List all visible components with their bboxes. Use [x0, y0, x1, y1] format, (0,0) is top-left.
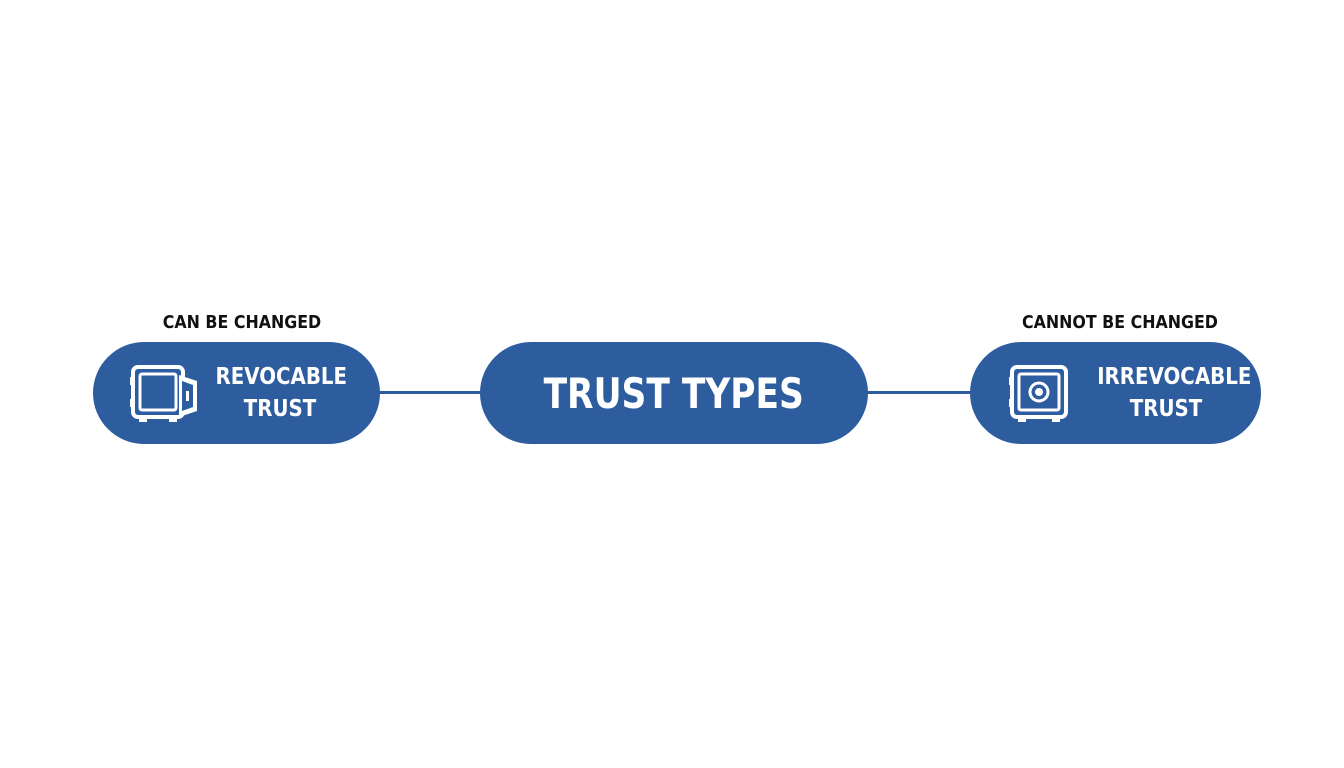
center-title: TRUST TYPES — [543, 368, 805, 418]
irrevocable-trust-label: IRREVOCABLE TRUST — [1097, 361, 1252, 425]
revocable-trust-label: REVOCABLE TRUST — [215, 361, 348, 425]
right-connector-line — [866, 391, 974, 394]
revocable-label-line1: REVOCABLE — [215, 364, 348, 390]
trust-types-node: TRUST TYPES — [480, 342, 868, 444]
open-safe-icon — [130, 365, 197, 422]
irrevocable-label-line2: TRUST — [1129, 396, 1203, 422]
locked-safe-icon — [1009, 365, 1068, 422]
revocable-caption: CAN BE CHANGED — [162, 312, 322, 333]
irrevocable-trust-node: IRREVOCABLE TRUST — [970, 342, 1261, 444]
revocable-trust-node: REVOCABLE TRUST — [93, 342, 380, 444]
revocable-label-line2: TRUST — [243, 396, 317, 422]
irrevocable-label-line1: IRREVOCABLE — [1097, 364, 1252, 390]
left-connector-line — [376, 391, 484, 394]
irrevocable-caption: CANNOT BE CHANGED — [1022, 312, 1218, 333]
